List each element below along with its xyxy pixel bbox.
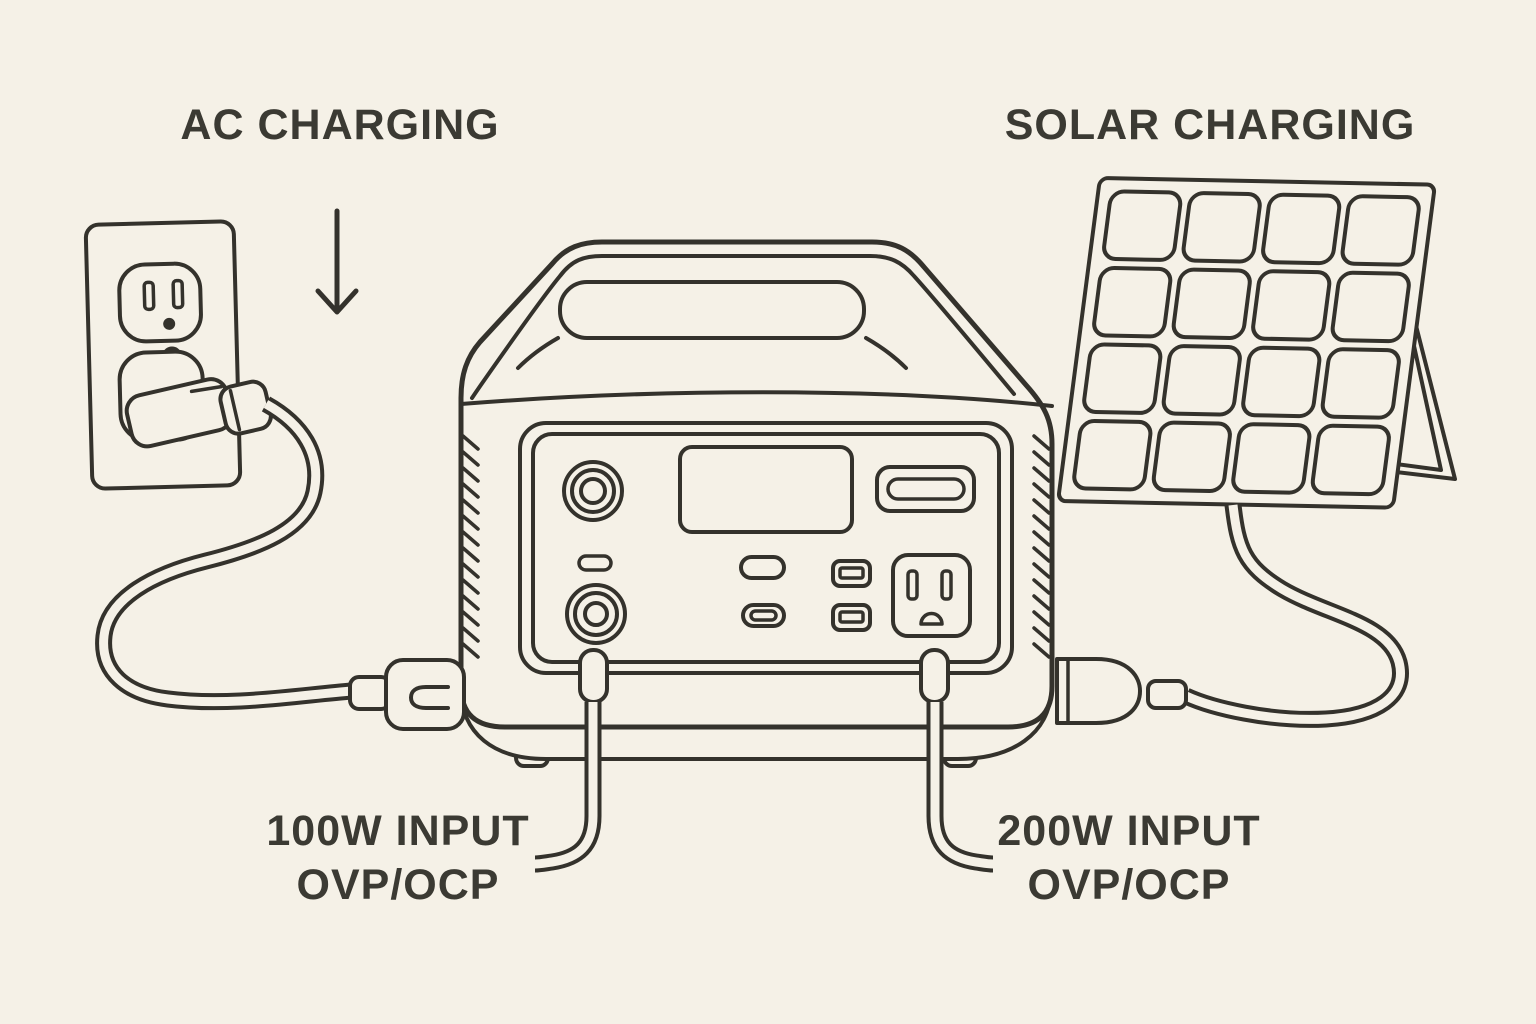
ac-connector-body — [384, 658, 466, 731]
handle-inner-line — [470, 254, 1016, 400]
side-ribs-left — [461, 434, 480, 659]
wall-outlet — [83, 219, 243, 491]
outlet-ground-hole — [163, 317, 176, 330]
ac-cable — [95, 396, 353, 711]
input-cable-left — [534, 648, 609, 873]
ac-charging-label: AC CHARGING — [180, 101, 499, 149]
display-screen — [678, 445, 854, 534]
side-ribs-right — [1032, 434, 1051, 659]
solar-input-connector — [1055, 657, 1188, 725]
solar-connector-neck — [1146, 679, 1188, 710]
solar-input-watts-label: 200W INPUT — [997, 807, 1260, 855]
power-button — [562, 460, 624, 522]
solar-connector-body — [1055, 657, 1142, 725]
power-station — [458, 239, 1055, 768]
input-cable-right — [919, 648, 994, 873]
ac-input-connector — [348, 658, 466, 731]
carry-handle-opening — [558, 280, 866, 340]
solar-charging-label: SOLAR CHARGING — [1005, 101, 1416, 149]
outlet-slot-right — [171, 278, 185, 310]
ac-input-watts-label: 100W INPUT — [266, 807, 529, 855]
plug-detail-line — [189, 384, 224, 394]
dc-output-pill — [739, 555, 786, 580]
solar-input-protection-label: OVP/OCP — [1028, 861, 1231, 909]
handle-accent-right — [864, 336, 908, 370]
handle-accent-left — [516, 336, 560, 370]
ac-connector-slot — [409, 685, 450, 710]
usb-c-port — [741, 603, 786, 628]
cable-ferrule-left — [578, 648, 609, 704]
indicator-pill — [577, 554, 613, 572]
ac-plug — [124, 377, 273, 449]
ac-output-socket — [891, 553, 972, 638]
ac-input-protection-label: OVP/OCP — [297, 861, 500, 909]
cable-ferrule-right — [919, 648, 950, 704]
front-panel-inner — [531, 432, 1001, 664]
outlet-slot-left — [142, 280, 156, 312]
solar-cable — [1182, 504, 1409, 728]
led-light-bar — [875, 465, 976, 513]
usb-a-port-top — [831, 559, 872, 588]
outlet-upper-socket — [117, 261, 203, 344]
body-seam — [459, 390, 1054, 408]
solar-panel — [1056, 176, 1437, 510]
usb-a-port-bottom — [831, 603, 872, 632]
plug-collar-line — [228, 388, 242, 432]
dc-knob — [565, 583, 627, 645]
solar-cells — [1072, 189, 1421, 497]
down-arrow-icon — [315, 208, 359, 315]
